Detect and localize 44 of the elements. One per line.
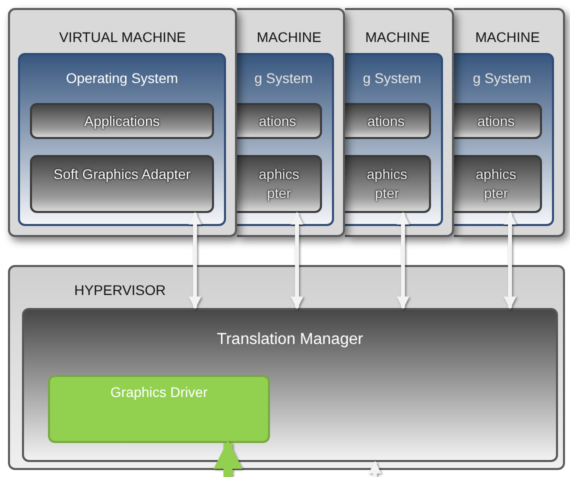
box-label: ations [476,112,516,131]
layer-box [30,155,214,213]
layer-box [30,103,214,139]
panel-title: g System [253,69,314,88]
panel-title: MACHINE [256,28,322,47]
virtual-machine-panel [8,8,237,237]
virtual-machine-panel [345,8,454,237]
panel-title: HYPERVISOR [73,281,167,300]
panel-title: Operating System [64,69,180,88]
box-label: Applications [83,112,161,131]
layer-box [345,155,431,213]
arrow [214,440,242,477]
operating-system-panel [454,53,554,226]
box-label: Graphics Driver [109,383,209,402]
operating-system-panel [237,53,334,226]
hypervisor-panel [8,265,565,470]
panel-title: MACHINE [474,28,541,47]
virtual-machine-panel [237,8,345,237]
layer-box [454,155,542,213]
box-label: aphics pter [474,165,518,203]
box-label: aphics pter [366,165,408,203]
layer-box [454,103,542,139]
box-label: Translation Manager [216,330,364,349]
box-label: Soft Graphics Adapter [52,165,192,184]
driver-box [48,375,270,443]
double-arrow [396,212,410,310]
arrow [368,460,382,477]
box-label: aphics pter [258,165,300,203]
panel-title: g System [362,69,422,88]
box-label: ations [258,112,298,131]
panel-title: VIRTUAL MACHINE [58,28,187,47]
double-arrow [504,212,516,310]
layer-box [237,103,322,139]
virtual-machine-panel [454,8,565,237]
operating-system-panel [345,53,443,226]
box-label: ations [366,112,406,131]
layer-box [345,103,431,139]
panel-title: MACHINE [364,28,431,47]
panel-title: g System [472,69,532,88]
double-arrow [188,212,202,310]
translation-manager-box [22,308,558,462]
layer-box [237,155,322,213]
operating-system-panel [18,53,226,226]
double-arrow [290,212,304,310]
